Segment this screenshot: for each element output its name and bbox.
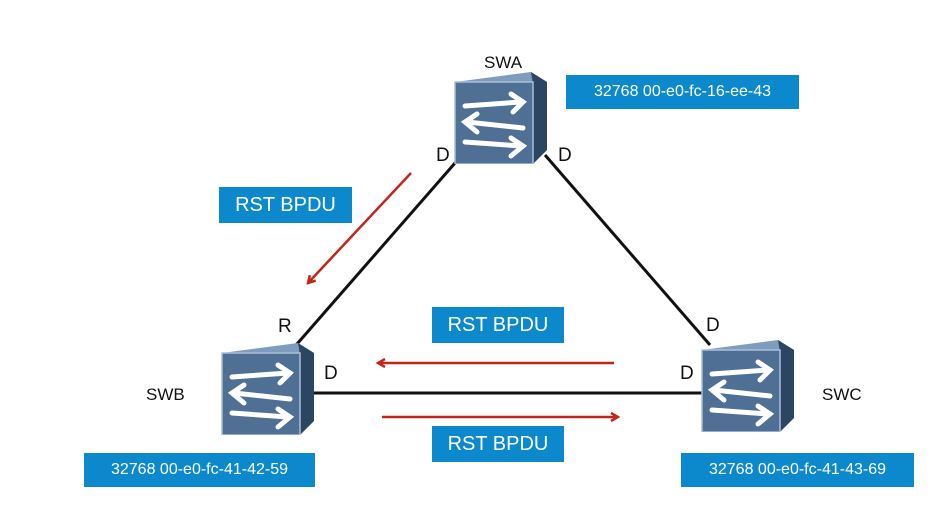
switch-name-swb: SWB: [146, 385, 185, 404]
port-role-swb-designated: D: [324, 363, 338, 384]
bpdu-label-swa-swb: RST BPDU: [219, 187, 352, 223]
port-role-swc-top: D: [706, 315, 720, 336]
switch-icon-swb[interactable]: [218, 343, 314, 435]
bridge-id-swc: 32768 00-e0-fc-41-43-69: [681, 453, 914, 487]
switch-icon-swc[interactable]: [698, 340, 794, 432]
link-swa-swc: [543, 154, 712, 346]
port-role-swa-right: D: [558, 145, 572, 166]
bpdu-label-swc-swb: RST BPDU: [432, 307, 564, 343]
port-role-swc-left: D: [680, 363, 694, 384]
link-swa-swb: [288, 154, 464, 353]
arrow-swa-to-swb: [308, 172, 412, 283]
switch-name-swc: SWC: [822, 385, 862, 404]
bridge-id-swa: 32768 00-e0-fc-16-ee-43: [566, 75, 799, 109]
port-role-swb-root: R: [278, 316, 292, 337]
bridge-id-swb: 32768 00-e0-fc-41-42-59: [84, 453, 315, 487]
switch-icon-swa[interactable]: [451, 72, 547, 164]
switch-name-swa: SWA: [484, 53, 523, 72]
bpdu-label-swb-swc: RST BPDU: [432, 426, 564, 462]
port-role-swa-left: D: [436, 145, 450, 166]
